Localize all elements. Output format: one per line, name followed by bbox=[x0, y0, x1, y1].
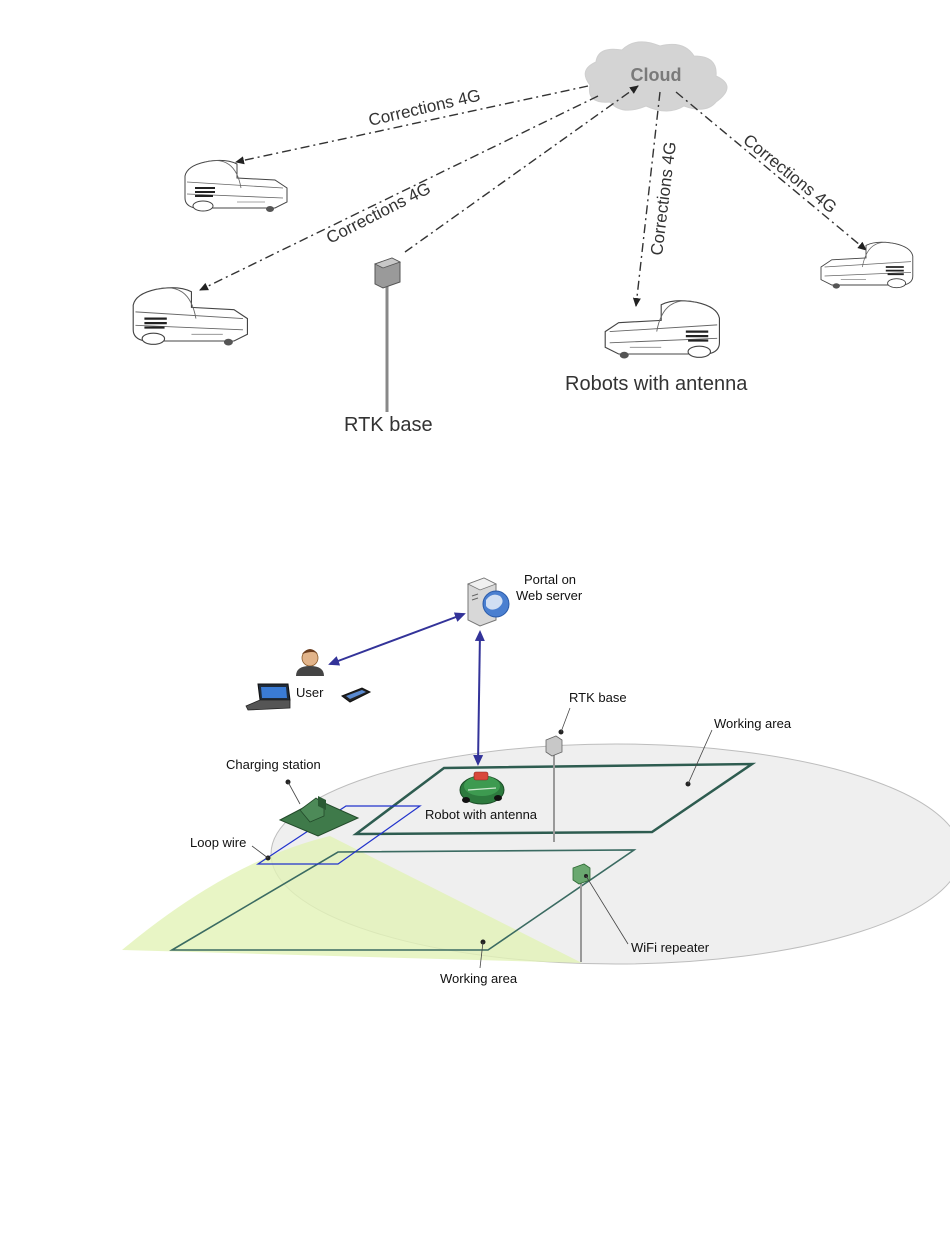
rtk-base-label: RTK base bbox=[344, 414, 433, 436]
portal-robot-link bbox=[478, 632, 480, 764]
rtk-base-label-bottom: RTK base bbox=[569, 690, 627, 705]
working-area-bottom-label: Working area bbox=[440, 971, 518, 986]
server-globe-icon bbox=[468, 578, 509, 626]
corrections-label-3: Corrections 4G bbox=[647, 141, 680, 257]
portal-label-line2: Web server bbox=[516, 588, 583, 603]
robot-mower-icon bbox=[821, 242, 913, 288]
robot-mower-icon bbox=[605, 301, 719, 359]
working-area-top-label: Working area bbox=[714, 716, 792, 731]
portal-user-link bbox=[330, 614, 464, 664]
portal-label-line1: Portal on bbox=[524, 572, 576, 587]
phone-icon bbox=[342, 688, 370, 702]
link-cloud-robot-4 bbox=[676, 92, 866, 250]
corrections-label-2: Corrections 4G bbox=[323, 179, 433, 248]
cloud-label: Cloud bbox=[631, 65, 682, 85]
link-cloud-robot-1 bbox=[236, 86, 588, 162]
robot-label: Robot with antenna bbox=[425, 807, 538, 822]
wifi-repeater-label: WiFi repeater bbox=[631, 940, 710, 955]
robots-label: Robots with antenna bbox=[565, 373, 748, 395]
laptop-icon bbox=[246, 684, 290, 710]
charging-station-pointer bbox=[288, 782, 300, 804]
corrections-label-4: Corrections 4G bbox=[739, 130, 840, 217]
rtk-base-pointer bbox=[561, 708, 570, 732]
charging-station-label: Charging station bbox=[226, 757, 321, 772]
user-label: User bbox=[296, 685, 324, 700]
rtk-antenna-icon bbox=[375, 258, 400, 412]
robot-mower-icon bbox=[133, 288, 247, 346]
loop-wire-label: Loop wire bbox=[190, 835, 246, 850]
user-icon bbox=[296, 649, 324, 676]
robot-mower-icon bbox=[185, 160, 287, 212]
loop-wire-pointer bbox=[252, 846, 268, 858]
corrections-label-1: Corrections 4G bbox=[367, 86, 483, 130]
